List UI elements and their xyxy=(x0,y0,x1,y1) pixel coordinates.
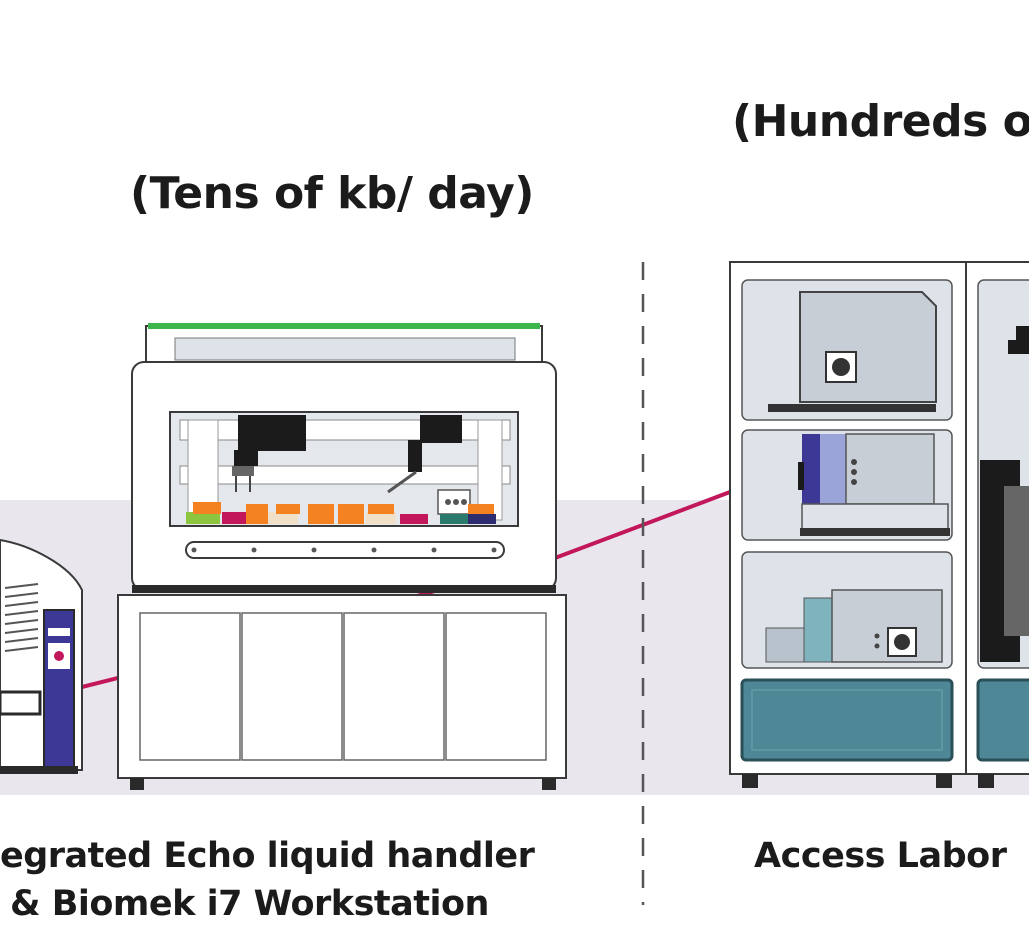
echo-vent-grille xyxy=(4,583,39,652)
gripper-arm-right xyxy=(387,415,462,494)
echo-liquid-handler xyxy=(0,538,83,774)
biomek-front-rail xyxy=(185,541,505,559)
biomek-i7-workstation xyxy=(117,323,567,790)
echo-plate-slot xyxy=(0,690,42,716)
throughput-label-right: (Hundreds o xyxy=(732,96,1029,147)
plate-reader-module xyxy=(798,433,950,536)
incubator-module xyxy=(768,291,937,412)
biomek-lid-accent xyxy=(148,323,540,329)
caption-left-line1: egrated Echo liquid handler xyxy=(0,836,535,876)
echo-side-panel xyxy=(43,609,75,771)
plate-sealer-module xyxy=(765,589,943,663)
echo-indicator-light xyxy=(54,651,64,661)
access-storage-drawer-right xyxy=(976,678,1029,762)
caption-right: Access Labor xyxy=(754,836,1007,876)
pipetting-head-left xyxy=(232,415,306,492)
throughput-label-left: (Tens of kb/ day) xyxy=(130,168,534,219)
deck-labware xyxy=(186,489,496,524)
access-laboratory-workstation xyxy=(729,261,1029,788)
caption-left-line2: & Biomek i7 Workstation xyxy=(10,884,489,924)
